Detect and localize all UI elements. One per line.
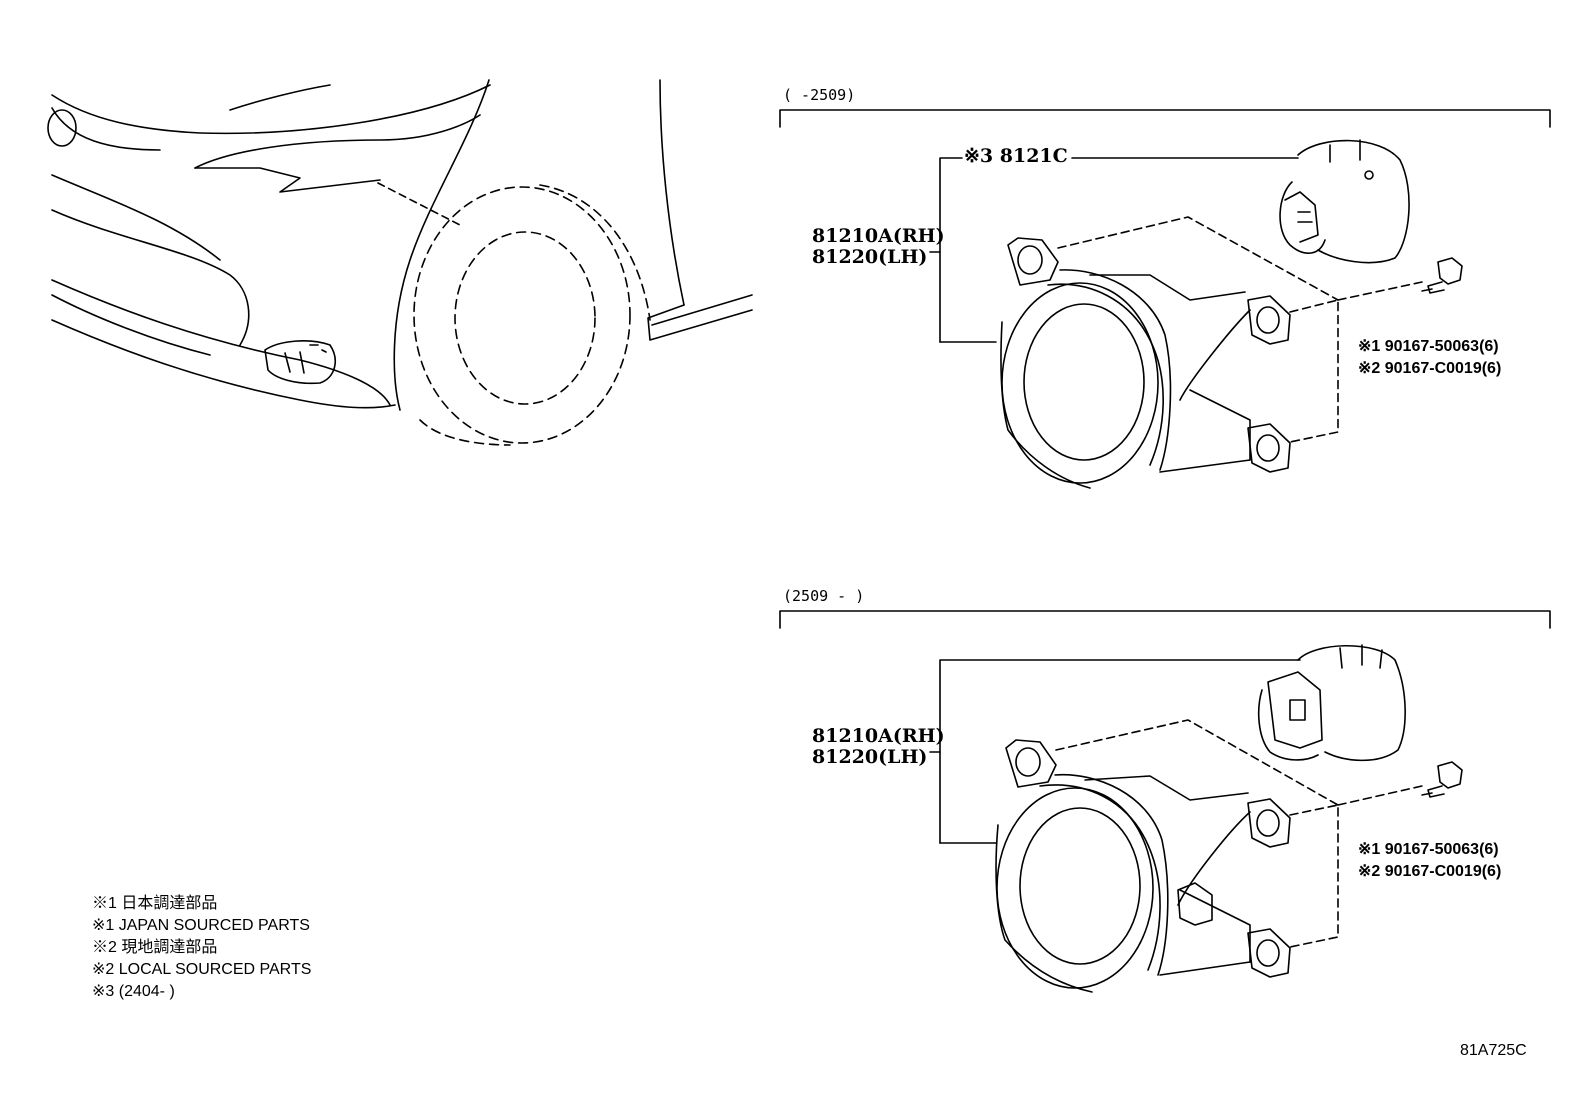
bolt-part-number-1-bottom[interactable]: ※1 90167-50063(6) bbox=[1358, 841, 1499, 858]
connector-part-number[interactable]: ※3 8121C bbox=[964, 145, 1068, 167]
legend: ※1 日本調達部品 ※1 JAPAN SOURCED PARTS ※2 現地調達… bbox=[92, 893, 311, 1003]
car-front-illustration bbox=[47, 79, 753, 446]
lamp-part-number-rh-top[interactable]: 81210A(RH) bbox=[812, 225, 945, 247]
lamp-part-number-lh-bottom[interactable]: 81220(LH) bbox=[812, 746, 928, 768]
bolt-part-number-2-top[interactable]: ※2 90167-C0019(6) bbox=[1358, 360, 1502, 377]
legend-item: ※1 JAPAN SOURCED PARTS bbox=[92, 917, 310, 934]
bolt-top bbox=[1421, 257, 1463, 294]
top-range-label: ( -2509) bbox=[783, 86, 856, 104]
top-section-bracket bbox=[779, 109, 1551, 128]
bolt-bottom bbox=[1421, 761, 1463, 798]
bottom-section-bracket bbox=[779, 610, 1551, 629]
connector-8121c bbox=[1279, 139, 1410, 264]
legend-item: ※3 (2404- ) bbox=[92, 983, 175, 1000]
fog-lamp-top bbox=[929, 157, 1423, 489]
legend-item: ※1 日本調達部品 bbox=[92, 895, 218, 912]
legend-item: ※2 現地調達部品 bbox=[92, 939, 218, 956]
legend-item: ※2 LOCAL SOURCED PARTS bbox=[92, 961, 312, 978]
lamp-part-number-rh-bottom[interactable]: 81210A(RH) bbox=[812, 725, 945, 747]
bottom-range-label: (2509 - ) bbox=[783, 587, 865, 605]
bolt-part-number-2-bottom[interactable]: ※2 90167-C0019(6) bbox=[1358, 863, 1502, 880]
bolt-part-number-1-top[interactable]: ※1 90167-50063(6) bbox=[1358, 338, 1499, 355]
lamp-part-number-lh-top[interactable]: 81220(LH) bbox=[812, 246, 928, 268]
diagram-code: 81A725C bbox=[1460, 1042, 1527, 1059]
fog-lamp-bottom bbox=[929, 659, 1423, 993]
connector-bottom bbox=[1257, 644, 1406, 762]
